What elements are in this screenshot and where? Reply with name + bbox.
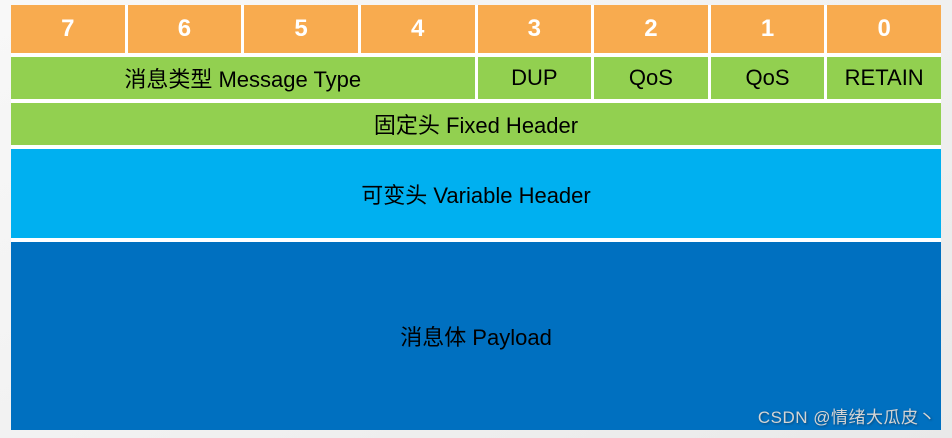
payload-cell: 消息体 Payload	[11, 242, 941, 430]
dup-flag-cell: DUP	[477, 57, 592, 99]
qos-flag-cell-bit2: QoS	[594, 57, 708, 99]
bit-cell-2: 2	[594, 5, 708, 53]
message-type-cell: 消息类型 Message Type	[11, 57, 475, 99]
fixed-header-cell: 固定头 Fixed Header	[11, 103, 941, 145]
csdn-watermark: CSDN @情绪大瓜皮丶	[757, 408, 936, 427]
bit-cell-7: 7	[11, 5, 125, 53]
bit-cell-1: 1	[710, 5, 825, 53]
variable-header-cell: 可变头 Variable Header	[11, 149, 941, 238]
bit-cell-4: 4	[360, 5, 475, 53]
bit-cell-5: 5	[244, 5, 358, 53]
bit-cell-3: 3	[477, 5, 592, 53]
packet-structure-table: 7 6 5 4 3 2 1 0 消息类型 Message Type DUP Qo…	[11, 5, 941, 430]
qos-flag-cell-bit1: QoS	[710, 57, 825, 99]
retain-flag-cell: RETAIN	[827, 57, 941, 99]
bit-cell-6: 6	[127, 5, 242, 53]
bit-cell-0: 0	[827, 5, 941, 53]
